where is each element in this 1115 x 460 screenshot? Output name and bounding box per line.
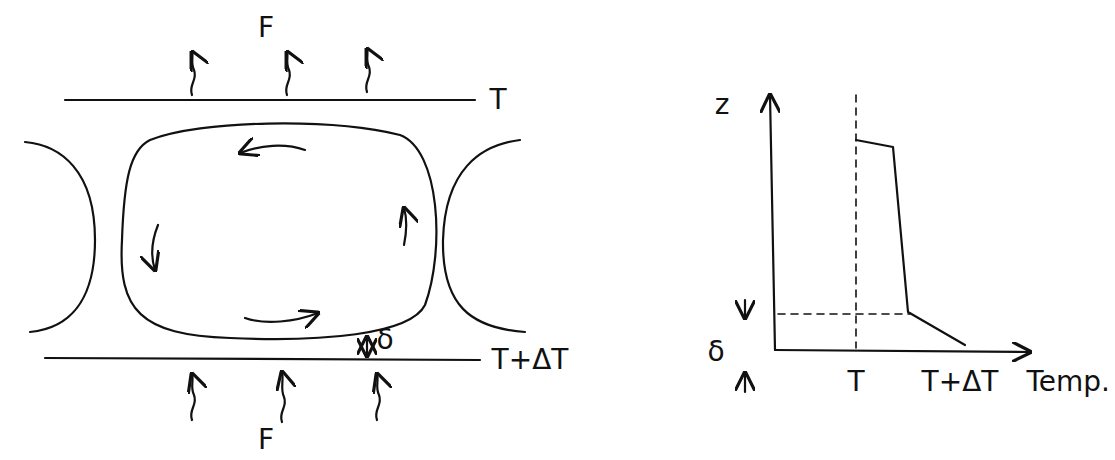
neighbour-cell xyxy=(25,142,95,332)
convection-cell xyxy=(122,124,437,340)
flux-arrow xyxy=(376,374,380,420)
bottom-plate xyxy=(45,358,480,360)
top-plate xyxy=(65,99,475,101)
tick-label: T xyxy=(847,368,864,396)
flux-label: F xyxy=(258,426,274,454)
temp-axis xyxy=(775,350,1030,352)
flow-arrow xyxy=(245,313,318,322)
temperature-label: T+ΔT xyxy=(492,346,569,374)
flow-arrow xyxy=(404,208,406,245)
flux-arrow xyxy=(191,374,195,420)
temperature-label: T xyxy=(489,86,506,114)
flux-label: F xyxy=(258,14,274,42)
flux-arrow xyxy=(281,372,285,422)
tick-label: T+ΔT xyxy=(922,368,999,396)
flow-arrow xyxy=(240,146,305,153)
axis-label: z xyxy=(715,91,730,119)
thickness-arrow xyxy=(744,300,746,318)
thickness-label: δ xyxy=(376,326,393,354)
temperature-profile xyxy=(856,140,965,345)
thickness-arrow xyxy=(366,337,368,356)
thickness-label: δ xyxy=(707,338,724,366)
neighbour-cell xyxy=(443,140,525,332)
z-axis xyxy=(770,95,775,350)
guide-line xyxy=(778,313,910,315)
thickness-arrow xyxy=(744,373,746,392)
guide-line xyxy=(855,95,857,348)
flux-arrow xyxy=(286,52,290,95)
flow-arrow xyxy=(152,225,158,270)
flux-arrow xyxy=(191,52,195,95)
axis-label: Temp. xyxy=(1026,368,1110,396)
flux-arrow xyxy=(366,49,370,92)
